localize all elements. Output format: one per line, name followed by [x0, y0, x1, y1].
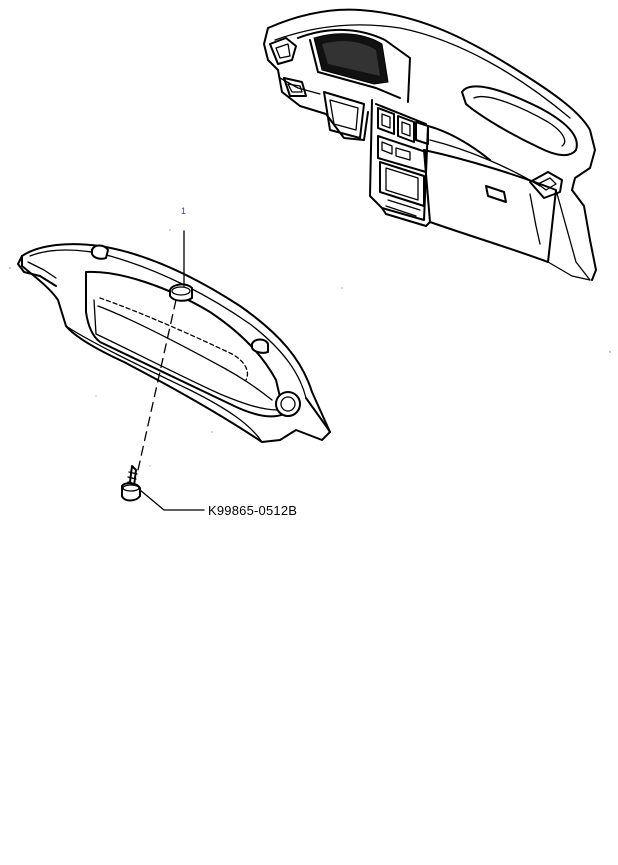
screw-part-number: K99865-0512B — [208, 503, 297, 518]
callout-1: 1 — [181, 206, 186, 287]
callout-number-1: 1 — [181, 206, 186, 216]
screw — [121, 465, 141, 502]
instrument-cluster-bezel — [17, 243, 331, 443]
dashboard-assembly — [263, 8, 597, 281]
scan-speckles — [9, 229, 611, 467]
part-number-leader — [139, 489, 205, 511]
